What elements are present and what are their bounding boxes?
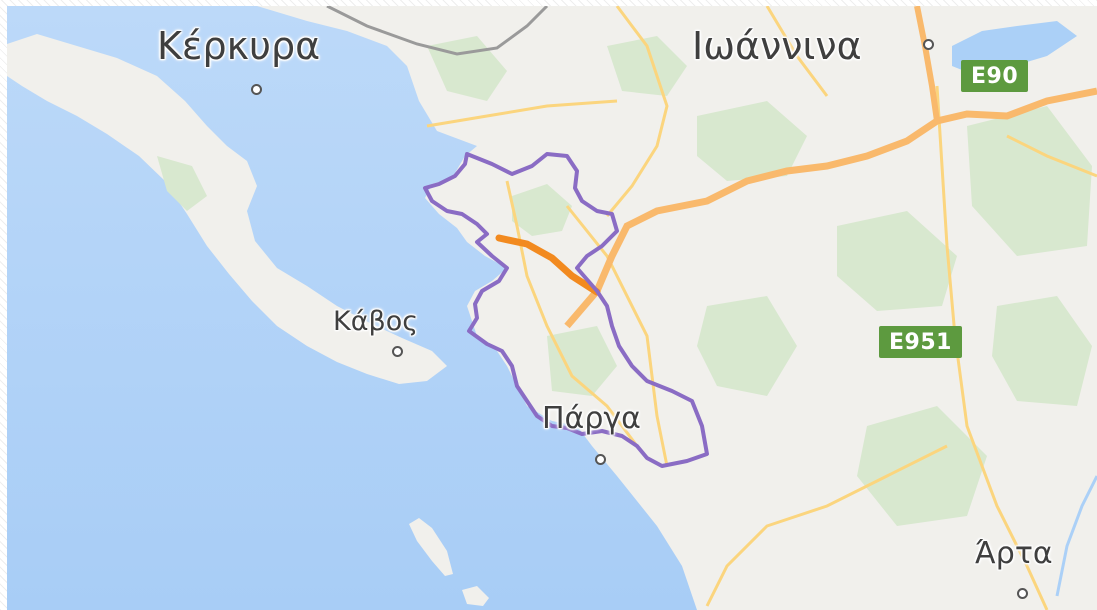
city-label-arta[interactable]: Άρτα <box>975 536 1053 571</box>
road-shield-e951: E951 <box>879 326 962 358</box>
city-marker-ioannina[interactable] <box>923 39 934 50</box>
region-outline <box>423 152 709 468</box>
motorway-e90 <box>564 87 1097 329</box>
terrain-patches <box>157 36 1092 526</box>
paxoi-island <box>409 518 453 576</box>
city-label-ioannina[interactable]: Ιωάννινα <box>692 24 862 68</box>
corfu-island <box>7 34 447 384</box>
city-label-kerkyra[interactable]: Κέρκυρα <box>157 24 321 68</box>
major-roads <box>426 6 1097 610</box>
motorway-north <box>914 6 940 122</box>
city-label-kavos[interactable]: Κάβος <box>333 306 419 337</box>
road-shield-e90: E90 <box>961 60 1029 92</box>
map-base-layer <box>7 6 1097 610</box>
river <box>1055 475 1097 597</box>
city-marker-kavos[interactable] <box>392 346 403 357</box>
city-marker-parga[interactable] <box>595 454 606 465</box>
small-islet <box>462 586 489 606</box>
city-marker-arta[interactable] <box>1017 588 1028 599</box>
city-label-parga[interactable]: Πάργα <box>542 401 641 436</box>
national-border <box>326 6 549 56</box>
highlight-road <box>495 234 601 296</box>
map-viewport[interactable]: Κέρκυρα Ιωάννινα Κάβος Πάργα Άρτα E90 E9… <box>7 6 1097 610</box>
city-marker-kerkyra[interactable] <box>251 84 262 95</box>
